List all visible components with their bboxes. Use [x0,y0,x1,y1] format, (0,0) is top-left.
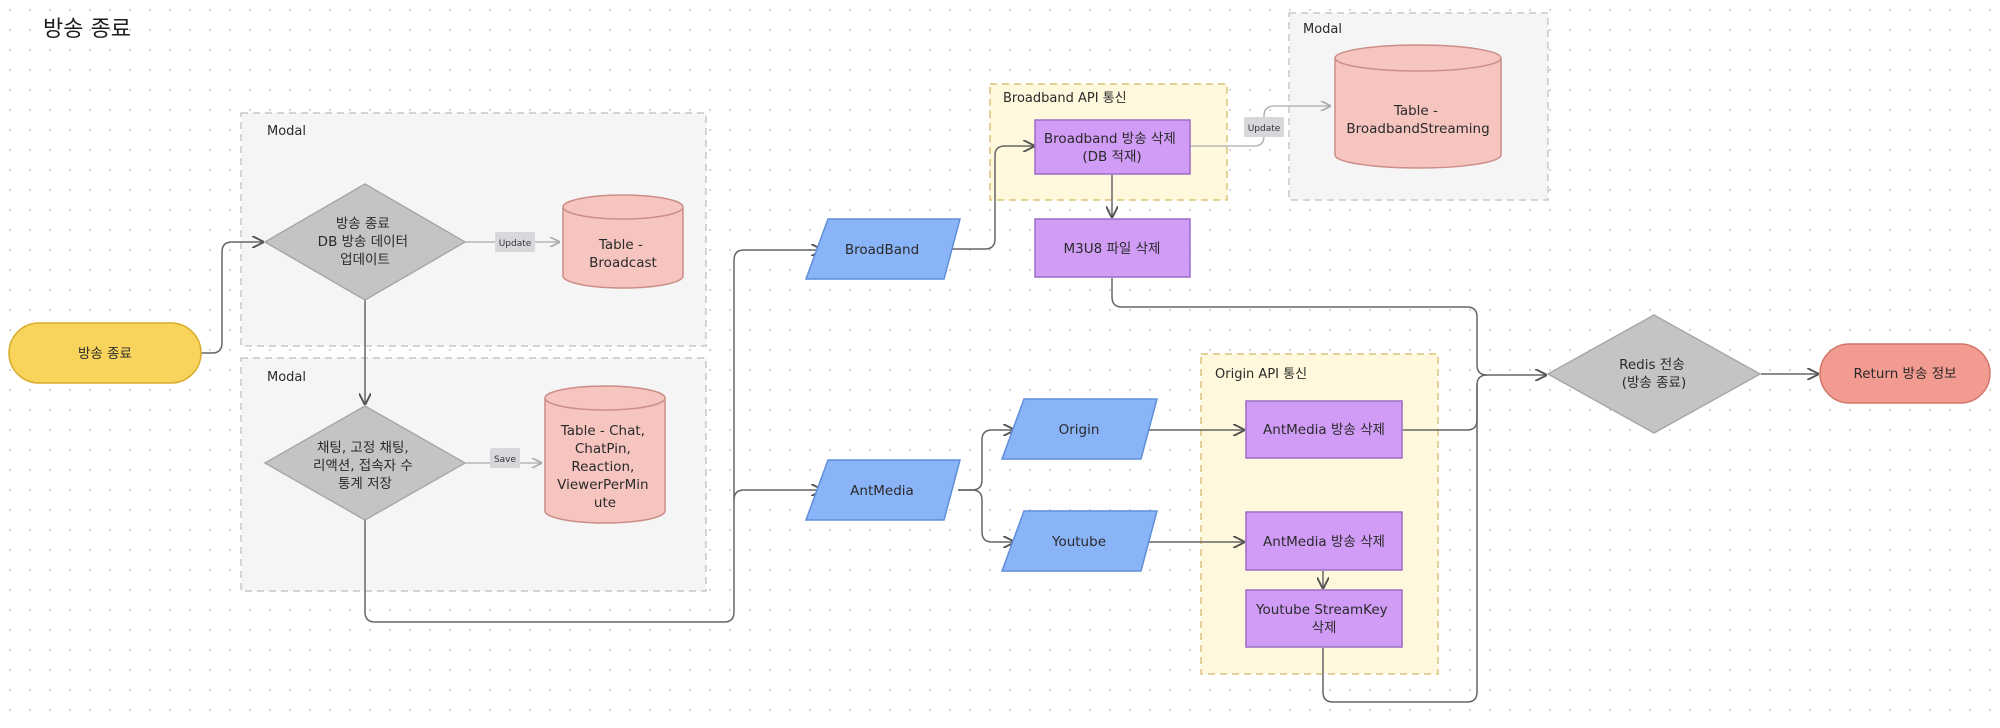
svg-text:Update: Update [499,239,532,249]
page-title: 방송 종료 [43,17,131,42]
edge-label-update-1: Update [495,232,535,252]
io-broadband[interactable]: BroadBand [804,218,961,280]
svg-text:Update: Update [1248,124,1281,134]
process-m3u8-delete[interactable]: M3U8 파일 삭제 [1034,218,1191,278]
edge-to-antmedia [733,490,822,501]
svg-text:BroadBand: BroadBand [845,242,919,258]
edge-label-save: Save [490,448,520,468]
svg-text:Youtube: Youtube [1051,534,1106,550]
svg-text:Return 방송 정보: Return 방송 정보 [1853,366,1956,382]
svg-text:AntMedia: AntMedia [850,483,914,499]
edge-start-to-decision1 [201,242,263,354]
database-table-broadcast[interactable]: Table - Broadcast [562,194,684,289]
decision-stats-save[interactable]: 채팅, 고정 채팅, 리액션, 접속자 수 통계 저장 [263,405,467,521]
svg-text:Table - Chat, ChatPin,: Table - Chat, ChatPin, Reaction, ViewerP… [557,423,653,511]
svg-text:Redis 전송 (방송 종료): Redis 전송 (방송 종료) [1619,357,1689,391]
edge-antmedia-to-origin [958,430,1014,491]
database-table-broadband-streaming[interactable]: Table - BroadbandStreaming [1334,44,1502,169]
group-label: Modal [267,370,306,385]
edge-youtube-key-to-redis [1322,385,1478,703]
svg-text:M3U8 파일 삭제: M3U8 파일 삭제 [1064,241,1161,257]
svg-text:방송 종료: 방송 종료 [78,346,132,362]
edge-decision2-to-broadband [364,250,822,623]
edge-broadband-to-broadband-delete [944,146,1034,250]
svg-text:AntMedia 방송 삭제: AntMedia 방송 삭제 [1263,534,1385,550]
svg-text:방송 종료 DB 방송 데이터 업데: 방송 종료 DB 방송 데이터 업데이트 [318,216,413,268]
svg-text:Table - Broadcast: Table - Broadcast [589,237,657,271]
svg-text:Table - BroadbandStreami: Table - BroadbandStreaming [1346,103,1489,137]
svg-text:채팅, 고정 채팅, 리액션, 접속자 수: 채팅, 고정 채팅, 리액션, 접속자 수 통계 저장 [313,440,417,492]
group-label: Origin API 통신 [1215,367,1307,382]
svg-text:Origin: Origin [1059,422,1100,438]
group-label: Modal [1303,22,1342,37]
edge-antmedia-to-youtube [958,489,1014,542]
io-youtube[interactable]: Youtube [1000,510,1158,572]
edge-m3u8-to-redis [1111,278,1546,375]
io-origin[interactable]: Origin [1000,398,1158,460]
process-broadband-delete[interactable]: Broadband 방송 삭제 (DB 적재) [1034,119,1191,175]
group-label: Modal [267,124,306,139]
svg-text:Broadband 방송 삭제 (DB 적재): Broadband 방송 삭제 (DB 적재) [1044,131,1180,165]
svg-text:Save: Save [494,455,517,465]
decision-redis-send[interactable]: Redis 전송 (방송 종료) [1546,314,1762,434]
process-antmedia-delete-youtube[interactable]: AntMedia 방송 삭제 [1245,511,1403,571]
svg-text:AntMedia 방송 삭제: AntMedia 방송 삭제 [1263,422,1385,438]
io-antmedia[interactable]: AntMedia [804,459,961,521]
process-antmedia-delete-origin[interactable]: AntMedia 방송 삭제 [1245,400,1403,459]
start-terminal[interactable]: 방송 종료 [8,322,202,384]
decision-broadcast-db-update[interactable]: 방송 종료 DB 방송 데이터 업데이트 [263,183,467,301]
edge-label-update-2: Update [1244,117,1284,137]
database-table-chat[interactable]: Table - Chat, ChatPin, Reaction, ViewerP… [544,385,666,524]
return-terminal[interactable]: Return 방송 정보 [1819,343,1991,404]
group-label: Broadband API 통신 [1003,91,1127,106]
svg-text:Youtube StreamKey 삭제: Youtube StreamKey 삭제 [1255,602,1392,636]
process-youtube-streamkey-delete[interactable]: Youtube StreamKey 삭제 [1245,589,1403,648]
